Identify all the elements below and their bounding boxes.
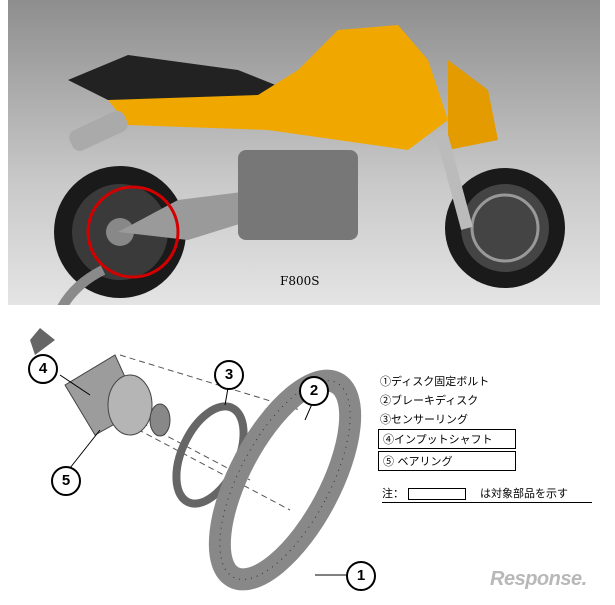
legend-item-brake-disc: ②ブレーキディスク: [380, 394, 479, 407]
input-shaft: [64, 354, 171, 437]
callout-2: 2: [299, 376, 329, 406]
response-watermark: Response.: [490, 568, 587, 590]
front-wheel: [445, 168, 565, 288]
legend-item-sensor-ring: ③センサーリング: [380, 413, 468, 426]
callout-3: 3: [214, 360, 244, 390]
brake-disc: [208, 369, 362, 591]
model-caption: F800S: [280, 274, 320, 288]
exploded-parts-diagram: [30, 328, 362, 591]
pointer-arrow: [57, 265, 106, 305]
callout-5: 5: [51, 466, 81, 496]
note-suffix: は対象部品を示す: [480, 487, 568, 500]
motorcycle-photo: [8, 0, 600, 305]
arrow-head: [30, 328, 55, 355]
note-box-sample: [408, 488, 466, 500]
legend-item-disc-bolt: ①ディスク固定ボルト: [380, 375, 490, 388]
callout-1: 1: [346, 561, 376, 591]
note-prefix: 注：: [382, 487, 404, 500]
callout-4: 4: [28, 354, 58, 384]
legend-item-input-shaft: ④インプットシャフト: [378, 429, 516, 449]
highlight-circle: [86, 185, 180, 279]
legend-item-bearing: ⑤ ベアリング: [378, 451, 516, 471]
legend-note: 注： は対象部品を示す: [382, 485, 592, 503]
